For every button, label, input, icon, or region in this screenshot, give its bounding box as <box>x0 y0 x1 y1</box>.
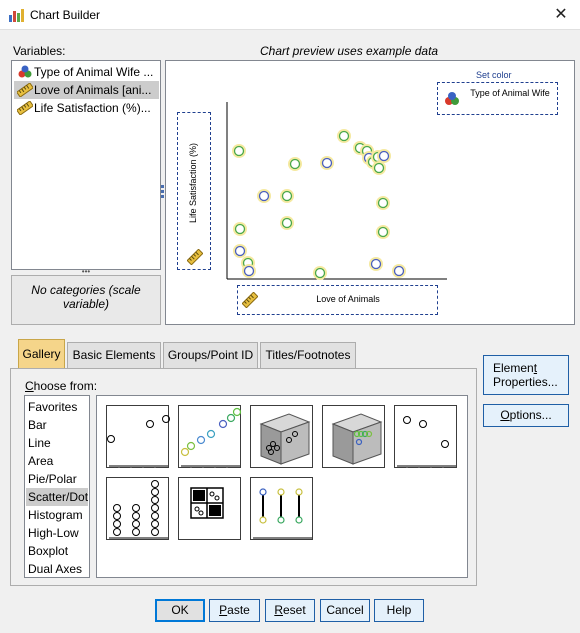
window-title: Chart Builder <box>30 8 101 22</box>
summary-point-icon <box>397 416 456 468</box>
scatterplot-matrix-icon <box>190 487 224 519</box>
gallery-thumbnails <box>96 395 468 578</box>
x-axis-drop-zone[interactable]: Love of Animals <box>237 285 438 315</box>
horizontal-splitter-grip[interactable]: ••• <box>81 267 91 276</box>
tab-basic-elements[interactable]: Basic Elements <box>67 342 161 368</box>
y-axis-drop-label: Life Satisfaction (%) <box>188 142 198 224</box>
scatter-point <box>289 158 301 170</box>
scatter-point <box>281 217 293 229</box>
simple-dot-plot-icon <box>109 480 168 539</box>
simple-dot-plot-thumb[interactable] <box>106 477 169 540</box>
scatter-points <box>232 129 406 280</box>
simple-scatter-icon <box>107 415 170 468</box>
choose-from-label: Choose from: <box>25 379 98 393</box>
element-properties-line2: Properties... <box>493 375 558 389</box>
legend-label: Type of Animal Wife <box>470 88 550 98</box>
tab-gallery[interactable]: Gallery <box>18 339 65 370</box>
chart-type-scatter-dot[interactable]: Scatter/Dot <box>26 488 89 506</box>
options-button[interactable]: Options... <box>483 404 569 427</box>
scatter-point <box>373 162 385 174</box>
scatter-point <box>377 197 389 209</box>
scatter-point <box>321 157 333 169</box>
variable-item-label: Life Satisfaction (%)... <box>34 101 151 115</box>
categories-box: No categories (scale variable) <box>11 275 161 325</box>
variable-item-love-of-animals[interactable]: Love of Animals [ani... <box>14 81 159 99</box>
set-color-label: Set color <box>476 70 512 80</box>
chart-type-dual-axes[interactable]: Dual Axes <box>28 562 83 576</box>
grouped-3d-scatter-thumb[interactable] <box>322 405 385 468</box>
paste-button[interactable]: Paste <box>209 599 260 622</box>
categories-text: No categories (scale variable) <box>31 283 141 311</box>
scatter-point <box>258 190 270 202</box>
options-label-rest: ptions... <box>509 408 552 422</box>
variables-list[interactable]: Type of Animal Wife ... Love of Animals … <box>11 60 161 270</box>
scatter-point <box>314 267 326 279</box>
scatter-preview-plot <box>226 102 447 280</box>
drop-line-icon <box>253 488 312 539</box>
nominal-variable-icon <box>18 65 32 78</box>
tab-groups-point-id[interactable]: Groups/Point ID <box>163 342 258 368</box>
chart-type-list[interactable]: Favorites Bar Line Area Pie/Polar Scatte… <box>24 395 90 578</box>
scatter-point <box>338 130 350 142</box>
scale-variable-icon <box>17 83 33 97</box>
vertical-splitter-grip[interactable] <box>161 185 165 199</box>
scatter-point <box>243 265 255 277</box>
title-bar: Chart Builder ✕ <box>0 0 580 30</box>
element-properties-button[interactable]: Element Properties... <box>483 355 569 395</box>
variable-item-life-satisfaction[interactable]: Life Satisfaction (%)... <box>14 99 159 117</box>
scatterplot-matrix-thumb[interactable] <box>178 477 241 540</box>
variable-item-label: Type of Animal Wife ... <box>34 65 154 79</box>
scatter-point <box>281 190 293 202</box>
chart-type-histogram[interactable]: Histogram <box>28 508 83 522</box>
chart-type-bar[interactable]: Bar <box>28 418 47 432</box>
scale-variable-icon <box>17 101 33 115</box>
scatter-point <box>234 223 246 235</box>
color-legend-drop-zone[interactable]: Type of Animal Wife <box>437 82 558 115</box>
tab-titles-footnotes[interactable]: Titles/Footnotes <box>260 342 356 368</box>
chart-type-pie-polar[interactable]: Pie/Polar <box>28 472 77 486</box>
scatter-point <box>377 226 389 238</box>
nominal-variable-icon <box>445 92 459 105</box>
close-icon[interactable]: ✕ <box>554 6 568 23</box>
grouped-scatter-thumb[interactable] <box>178 405 242 468</box>
scatter-point <box>370 258 382 270</box>
variable-item-label: Love of Animals [ani... <box>34 83 152 97</box>
cancel-button[interactable]: Cancel <box>320 599 370 622</box>
simple-scatter-thumb[interactable] <box>106 405 170 468</box>
element-properties-line1: Element <box>493 361 538 375</box>
reset-button[interactable]: Reset <box>265 599 315 622</box>
grouped-3d-scatter-icon <box>331 413 383 465</box>
scatter-point <box>378 150 390 162</box>
x-axis-drop-label: Love of Animals <box>316 294 380 304</box>
grouped-scatter-icon <box>180 407 242 468</box>
scatter-point <box>393 265 405 277</box>
preview-caption: Chart preview uses example data <box>260 44 439 58</box>
help-button[interactable]: Help <box>374 599 424 622</box>
simple-3d-scatter-thumb[interactable] <box>250 405 313 468</box>
scatter-point <box>233 145 245 157</box>
chart-type-high-low[interactable]: High-Low <box>28 526 79 540</box>
summary-point-thumb[interactable] <box>394 405 457 468</box>
chart-type-area[interactable]: Area <box>28 454 54 468</box>
drop-line-thumb[interactable] <box>250 477 313 540</box>
chart-type-favorites[interactable]: Favorites <box>28 400 78 414</box>
ok-button[interactable]: OK <box>155 599 205 622</box>
choose-from-rest: hoose from: <box>33 379 98 393</box>
simple-3d-scatter-icon <box>259 413 311 465</box>
y-axis-drop-zone[interactable]: Life Satisfaction (%) <box>177 112 211 270</box>
chart-preview-canvas[interactable]: Life Satisfaction (%) Set color Type of … <box>165 60 575 325</box>
scatter-point <box>234 245 246 257</box>
scale-variable-icon <box>242 292 258 308</box>
chart-type-line[interactable]: Line <box>28 436 51 450</box>
chart-builder-icon <box>9 9 24 22</box>
chart-type-boxplot[interactable]: Boxplot <box>28 544 69 558</box>
variables-label: Variables: <box>13 44 66 58</box>
scale-variable-icon <box>187 249 203 265</box>
variable-item-type-of-animal[interactable]: Type of Animal Wife ... <box>14 63 159 81</box>
